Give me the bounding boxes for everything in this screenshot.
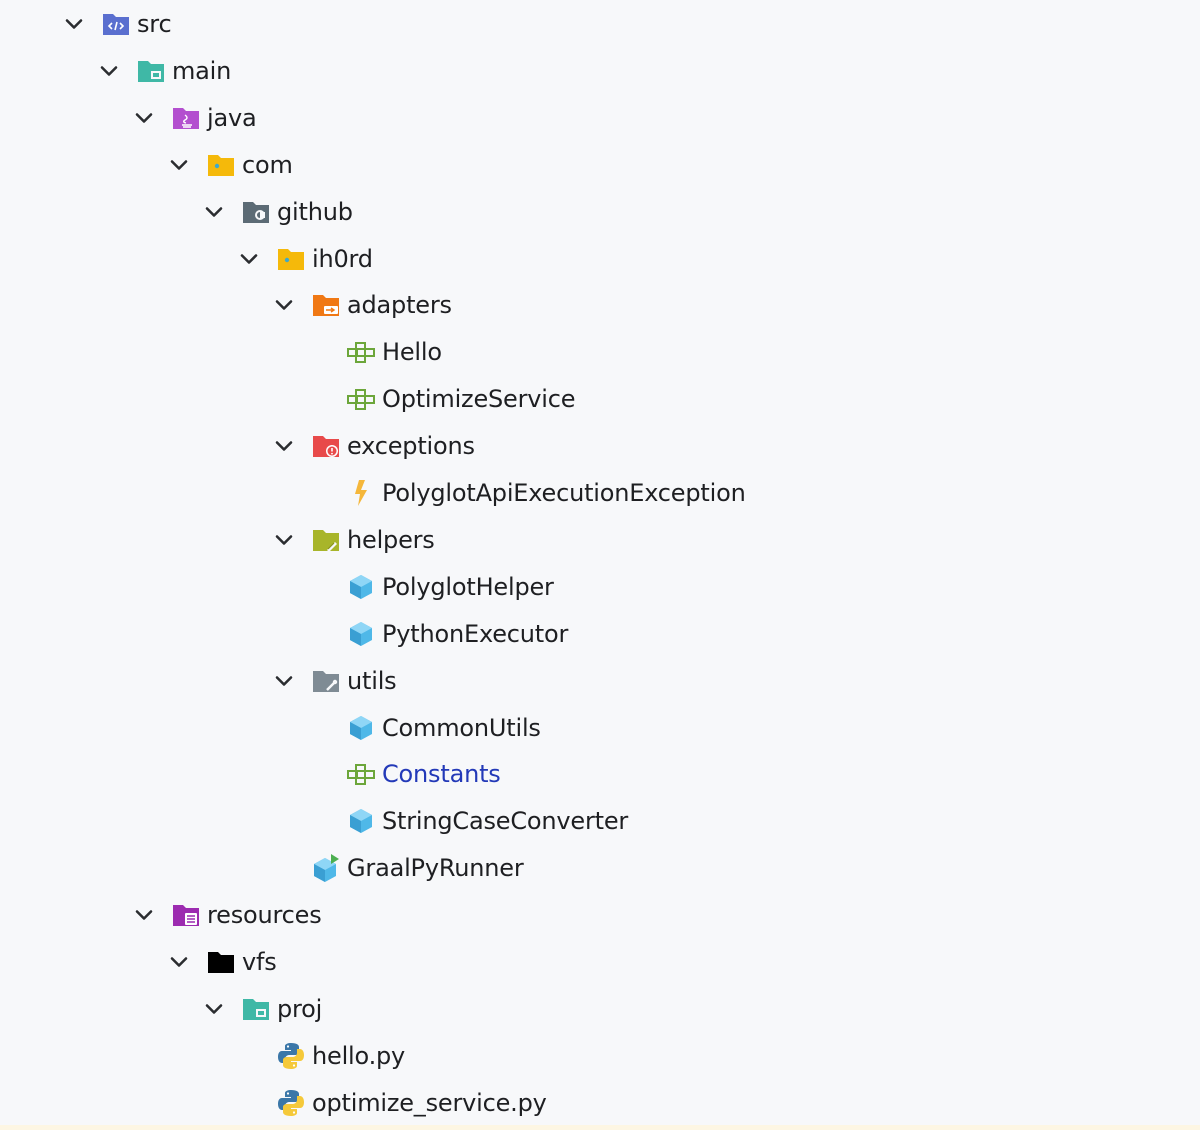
tree-row-main[interactable]: main — [0, 48, 1200, 94]
tree-row-label: PolyglotApiExecutionException — [382, 479, 746, 507]
interface-icon — [346, 759, 376, 789]
tree-row-label: github — [277, 197, 353, 226]
chevron-down-icon[interactable] — [132, 106, 156, 130]
tree-row-graalpyrunner[interactable]: GraalPyRunner — [0, 845, 1200, 891]
tree-row-resources[interactable]: resources — [0, 892, 1200, 938]
tree-row-label: StringCaseConverter — [382, 807, 629, 836]
folder-source-icon — [101, 9, 131, 39]
tree-row-helpers[interactable]: helpers — [0, 517, 1200, 563]
tree-row-label: exceptions — [347, 432, 475, 461]
tree-row-constants[interactable]: Constants — [0, 751, 1200, 797]
chevron-down-icon[interactable] — [167, 950, 191, 974]
chevron-down-icon[interactable] — [202, 200, 226, 224]
tree-row-label: helpers — [347, 525, 435, 554]
tree-row-hello-py[interactable]: hello.py — [0, 1033, 1200, 1079]
tree-row-label: hello.py — [312, 1041, 406, 1070]
tree-row-stringcaseconverter[interactable]: StringCaseConverter — [0, 798, 1200, 844]
tree-row-label: utils — [347, 666, 397, 695]
tree-row-label: PythonExecutor — [382, 619, 569, 648]
folder-adapters-icon — [311, 290, 341, 320]
folder-black-icon — [206, 947, 236, 977]
chevron-down-icon[interactable] — [202, 997, 226, 1021]
tree-row-label: optimize_service.py — [312, 1088, 547, 1117]
folder-helpers-icon — [311, 525, 341, 555]
tree-row-label: Constants — [382, 760, 501, 789]
main-class-icon — [311, 853, 341, 883]
tree-row-label: java — [207, 103, 257, 132]
package-folder-icon — [206, 150, 236, 180]
folder-utils-icon — [311, 666, 341, 696]
chevron-down-icon[interactable] — [237, 247, 261, 271]
tree-row-label: adapters — [347, 291, 452, 320]
tree-row-label: CommonUtils — [382, 713, 541, 742]
folder-exceptions-icon — [311, 431, 341, 461]
tree-row-hello[interactable]: Hello — [0, 329, 1200, 375]
chevron-down-icon[interactable] — [272, 528, 296, 552]
tree-row-ih0rd[interactable]: ih0rd — [0, 236, 1200, 282]
interface-icon — [346, 337, 376, 367]
tree-row-polyglothelper[interactable]: PolyglotHelper — [0, 564, 1200, 610]
tree-row-exceptions[interactable]: exceptions — [0, 423, 1200, 469]
tree-row-label: src — [137, 10, 172, 38]
tree-row-java[interactable]: java — [0, 95, 1200, 141]
exception-class-icon — [346, 478, 376, 508]
tree-row-label: OptimizeService — [382, 385, 576, 414]
chevron-down-icon[interactable] — [272, 669, 296, 693]
tree-row-label: main — [172, 56, 232, 85]
tree-row-adapters[interactable]: adapters — [0, 282, 1200, 328]
class-icon — [346, 572, 376, 602]
chevron-down-icon[interactable] — [272, 434, 296, 458]
chevron-down-icon[interactable] — [97, 59, 121, 83]
package-folder-icon — [276, 244, 306, 274]
tree-row-com[interactable]: com — [0, 142, 1200, 188]
folder-github-icon — [241, 197, 271, 227]
chevron-down-icon[interactable] — [62, 12, 86, 36]
tree-row-label: Hello — [382, 338, 442, 367]
class-icon — [346, 619, 376, 649]
folder-module-icon — [241, 994, 271, 1024]
chevron-down-icon[interactable] — [167, 153, 191, 177]
tree-row-label: vfs — [242, 948, 277, 976]
chevron-down-icon[interactable] — [272, 293, 296, 317]
tree-row-optimize-service-py[interactable]: optimize_service.py — [0, 1080, 1200, 1126]
tree-row-label: resources — [207, 901, 322, 930]
folder-module-icon — [136, 56, 166, 86]
interface-icon — [346, 384, 376, 414]
tree-row-vfs[interactable]: vfs — [0, 939, 1200, 985]
folder-resources-icon — [171, 900, 201, 930]
tree-row-label: ih0rd — [312, 244, 373, 273]
tree-row-github[interactable]: github — [0, 189, 1200, 235]
python-file-icon — [276, 1041, 306, 1071]
folder-java-icon — [171, 103, 201, 133]
bottom-strip — [0, 1125, 1200, 1130]
tree-row-optimizeservice[interactable]: OptimizeService — [0, 376, 1200, 422]
tree-row-label: GraalPyRunner — [347, 854, 524, 883]
tree-row-commonutils[interactable]: CommonUtils — [0, 705, 1200, 751]
tree-row-proj[interactable]: proj — [0, 986, 1200, 1032]
python-file-icon — [276, 1088, 306, 1118]
tree-row-label: com — [242, 150, 293, 179]
tree-row-src[interactable]: src — [0, 1, 1200, 47]
tree-row-polyglotapiexecutionexception[interactable]: PolyglotApiExecutionException — [0, 470, 1200, 516]
tree-row-label: PolyglotHelper — [382, 572, 554, 601]
tree-row-utils[interactable]: utils — [0, 658, 1200, 704]
class-icon — [346, 713, 376, 743]
chevron-down-icon[interactable] — [132, 903, 156, 927]
tree-row-pythonexecutor[interactable]: PythonExecutor — [0, 611, 1200, 657]
class-icon — [346, 806, 376, 836]
tree-row-label: proj — [277, 994, 323, 1023]
